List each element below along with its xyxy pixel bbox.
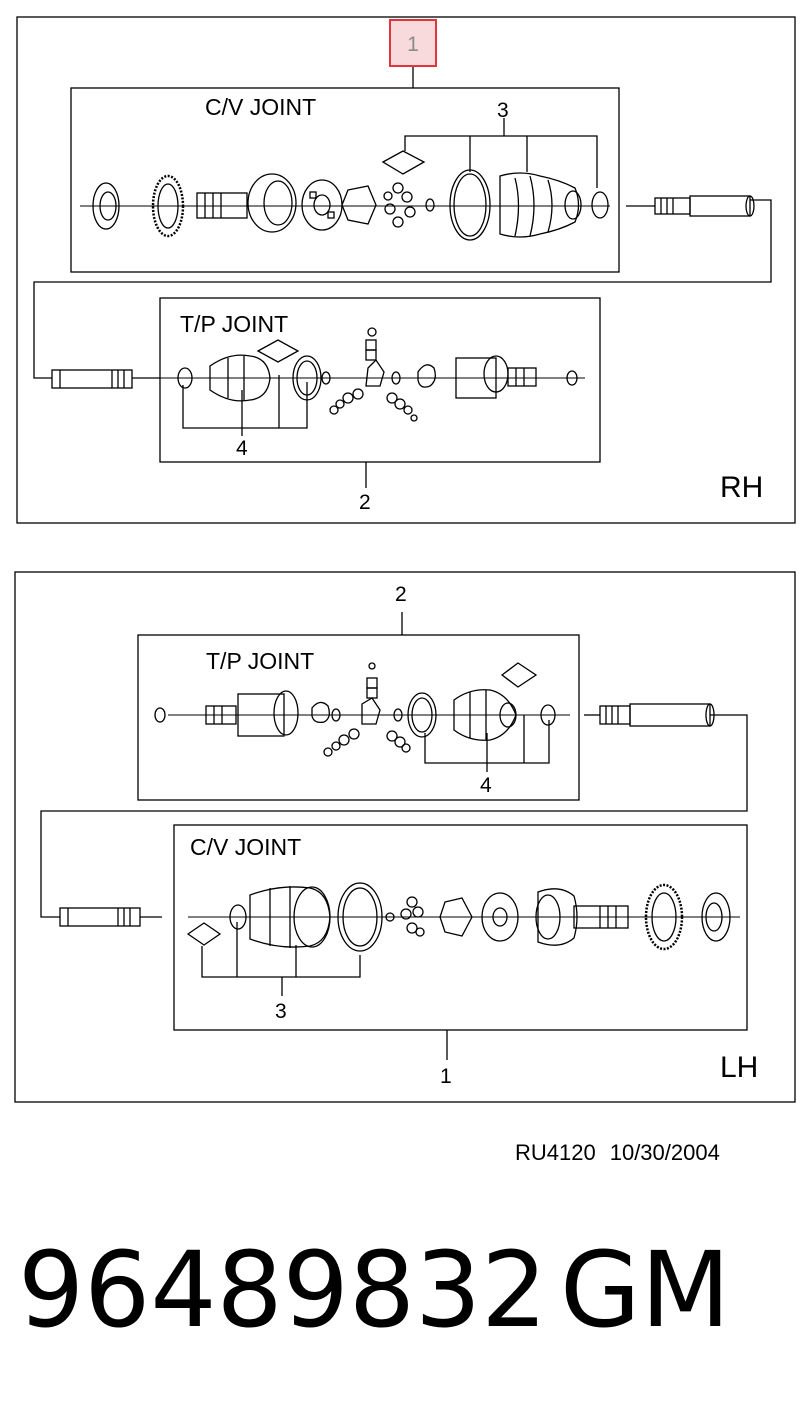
- lh-callout-2-label: 2: [395, 583, 407, 606]
- lh-tp-joint-title: T/P JOINT: [206, 648, 315, 674]
- lh-callout-4-label: 4: [480, 774, 492, 797]
- rh-callout-2-label: 2: [359, 491, 371, 514]
- lh-cv-joint-title: C/V JOINT: [190, 834, 302, 860]
- lh-side-label: LH: [720, 1051, 759, 1084]
- rh-cv-joint-box: [70, 87, 620, 273]
- diagram-reference: RU4120 10/30/2004: [515, 1140, 734, 1166]
- rh-callout-3-label: 3: [497, 99, 509, 122]
- rh-side-label: RH: [720, 471, 764, 504]
- rh-callout-1-label: 1: [407, 33, 419, 56]
- rh-axle-shaft: [33, 195, 772, 389]
- lh-tp-joint-box: [137, 634, 580, 801]
- rh-panel-frame: [16, 16, 796, 524]
- rh-cv-joint-title: C/V JOINT: [205, 94, 317, 120]
- rh-cv-parts: [80, 150, 610, 241]
- rh-callout-1-highlight[interactable]: 1: [389, 19, 437, 67]
- lh-callout-1-label: 1: [440, 1065, 452, 1088]
- brand-name: GM: [560, 1229, 731, 1351]
- rh-callout-4-label: 4: [236, 437, 248, 460]
- lh-axle-shaft: [40, 703, 748, 927]
- lh-callout-3-label: 3: [275, 1000, 287, 1023]
- lh-panel-frame: [14, 571, 796, 1103]
- lh-callout-3-bracket: [201, 946, 361, 978]
- rh-tp-joint-box: [159, 297, 601, 463]
- lh-tp-parts: [154, 662, 570, 757]
- rh-callout-4-bracket: [182, 382, 308, 429]
- rh-tp-parts: [160, 327, 585, 422]
- lh-cv-parts: [186, 882, 740, 952]
- rh-tp-joint-title: T/P JOINT: [180, 311, 289, 337]
- reference-date: 10/30/2004: [609, 1140, 720, 1165]
- rh-callout-3-bracket: [404, 135, 598, 188]
- lh-cv-joint-box: [173, 824, 748, 1031]
- part-number: 96489832: [18, 1229, 548, 1351]
- reference-code: RU4120: [515, 1140, 596, 1165]
